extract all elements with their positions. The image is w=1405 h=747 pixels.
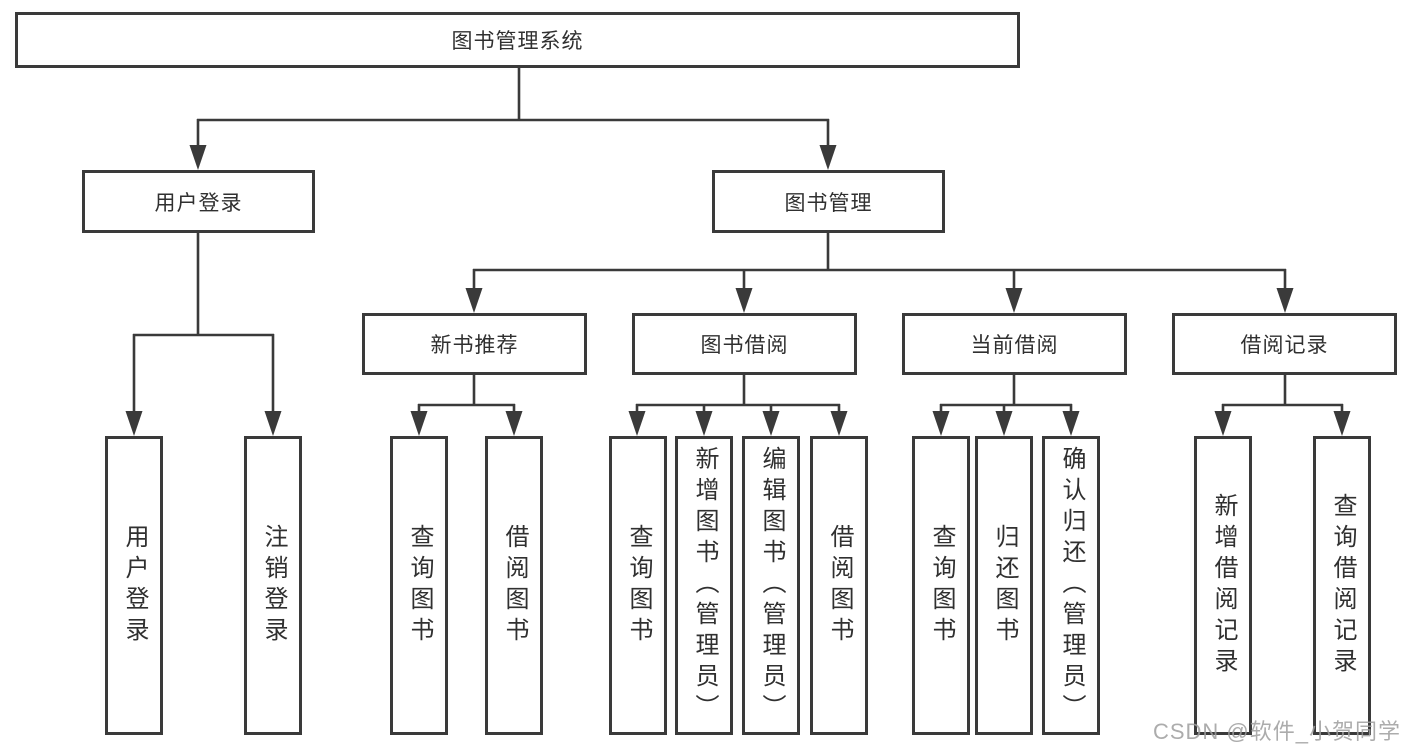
leaf-current-query-books: 查询图书 [912, 436, 970, 735]
leaf-current-query-books-label: 查询图书 [928, 523, 955, 648]
leaf-current-confirm-return-admin: 确认归还（管理员） [1042, 436, 1100, 735]
leaf-user-login: 用户登录 [105, 436, 163, 735]
node-user-login-label: 用户登录 [154, 191, 243, 215]
node-user-login: 用户登录 [82, 170, 315, 233]
leaf-borrowing-add-books-admin: 新增图书（管理员） [675, 436, 733, 735]
leaf-recommend-borrow-books: 借阅图书 [485, 436, 543, 735]
leaf-records-query-record: 查询借阅记录 [1313, 436, 1371, 735]
node-new-book-recommend-label: 新书推荐 [430, 334, 519, 357]
node-current-borrowing-label: 当前借阅 [970, 334, 1059, 357]
node-book-management: 图书管理 [712, 170, 945, 233]
leaf-user-login-label: 用户登录 [121, 523, 148, 648]
leaf-borrowing-query-books-label: 查询图书 [625, 523, 652, 648]
leaf-borrowing-add-books-admin-label: 新增图书（管理员） [691, 446, 718, 725]
leaf-borrowing-borrow-books-label: 借阅图书 [826, 523, 853, 648]
node-borrowing-records-label: 借阅记录 [1240, 334, 1329, 357]
leaf-borrowing-edit-books-admin-label: 编辑图书（管理员） [758, 446, 785, 725]
node-book-management-label: 图书管理 [784, 191, 873, 215]
leaf-records-query-record-label: 查询借阅记录 [1329, 492, 1356, 679]
leaf-logout: 注销登录 [244, 436, 302, 735]
node-root-label: 图书管理系统 [451, 30, 584, 53]
leaf-recommend-query-books-label: 查询图书 [406, 523, 433, 648]
leaf-records-add-record: 新增借阅记录 [1194, 436, 1252, 735]
node-book-borrowing-label: 图书借阅 [700, 334, 789, 357]
leaf-borrowing-query-books: 查询图书 [609, 436, 667, 735]
leaf-borrowing-borrow-books: 借阅图书 [810, 436, 868, 735]
node-current-borrowing: 当前借阅 [902, 313, 1127, 375]
csdn-watermark: CSDN @软件_小贺同学 [1152, 719, 1401, 744]
leaf-logout-label: 注销登录 [260, 523, 287, 648]
leaf-current-return-books-label: 归还图书 [991, 523, 1018, 648]
node-new-book-recommend: 新书推荐 [362, 313, 587, 375]
leaf-borrowing-edit-books-admin: 编辑图书（管理员） [742, 436, 800, 735]
leaf-records-add-record-label: 新增借阅记录 [1210, 492, 1237, 679]
arrowheads [125, 145, 1351, 436]
node-root: 图书管理系统 [15, 12, 1020, 68]
leaf-recommend-query-books: 查询图书 [390, 436, 448, 735]
node-borrowing-records: 借阅记录 [1172, 313, 1397, 375]
leaf-recommend-borrow-books-label: 借阅图书 [501, 523, 528, 648]
leaf-current-return-books: 归还图书 [975, 436, 1033, 735]
node-book-borrowing: 图书借阅 [632, 313, 857, 375]
leaf-current-confirm-return-admin-label: 确认归还（管理员） [1058, 446, 1085, 725]
